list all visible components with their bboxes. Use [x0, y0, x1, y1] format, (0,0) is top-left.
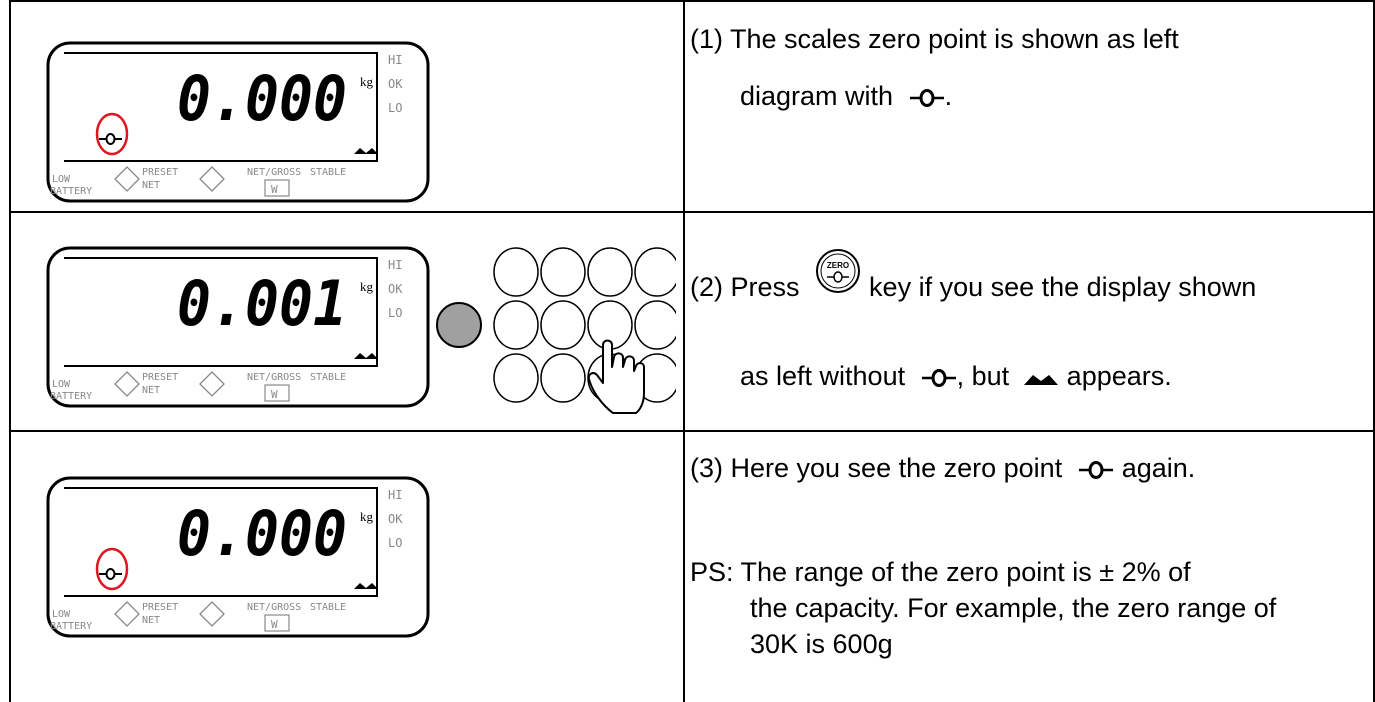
net-diamond-icon [199, 371, 225, 397]
net-gross-label: NET/GROSS [247, 167, 301, 178]
w-key-label: W [271, 183, 278, 196]
low-label: LOW [52, 379, 71, 390]
battery-label: BATTERY [50, 621, 92, 632]
battery-label: BATTERY [50, 186, 92, 197]
zero-key-label: ZERO [827, 261, 849, 270]
step-2-line-2-mid: , but [956, 361, 1010, 391]
keypad-key-2-2 [540, 300, 586, 350]
net-diamond-icon [199, 166, 225, 192]
tare-diamond-icon [114, 166, 140, 192]
ps-line-1: PS: The range of the zero point is ± 2% … [690, 557, 1191, 587]
scale-display-3: 0.000 kg HI OK LO LOW BATTERY PRESET NET… [42, 473, 434, 643]
zero-point-icon [99, 133, 122, 145]
step-2-line-2-end: appears. [1066, 361, 1172, 391]
keypad-key-1-1 [493, 247, 539, 297]
step-2-line-1-end: key if you see the display shown [869, 272, 1257, 303]
table-column-divider [683, 0, 685, 702]
preset-label: PRESET [142, 372, 178, 383]
table-row-divider-2 [9, 430, 1375, 432]
keypad-key-2-4 [634, 300, 676, 350]
step-3-line-1: (3) Here you see the zero point again. [690, 452, 1195, 484]
side-label-ok: OK [388, 282, 403, 296]
step-3-line-1-text: (3) Here you see the zero point [690, 453, 1063, 483]
battery-label: BATTERY [50, 391, 92, 402]
tare-diamond-icon [114, 371, 140, 397]
zero-highlight-circle [95, 547, 129, 591]
ps-line-2: the capacity. For example, the zero rang… [750, 593, 1277, 623]
instruction-table [9, 0, 1375, 702]
step-2-line-1: (2) Press ZERO key if you see the displa… [690, 248, 1256, 302]
keypad-key-1-3 [587, 247, 633, 297]
keypad-key-3-1 [493, 353, 539, 403]
keypad-keys [493, 247, 676, 403]
table-row-divider-1 [9, 211, 1375, 213]
display-reading: 0.000 [177, 62, 347, 135]
net-label: NET [142, 385, 160, 396]
stable-icon [354, 148, 378, 154]
low-label: LOW [52, 609, 71, 620]
step-3-line-1-end: again. [1121, 453, 1196, 483]
net-label: NET [142, 615, 160, 626]
pressed-key-indicator [436, 302, 482, 348]
zero-key-icon: ZERO [815, 248, 861, 294]
table-top-border [9, 0, 1375, 2]
keypad-key-1-4 [634, 247, 676, 297]
step-2-line-2-text: as left without [740, 361, 906, 391]
scale-display-2: 0.001 kg HI OK LO LOW BATTERY PRESET NET… [42, 243, 434, 413]
side-label-hi: HI [388, 258, 402, 272]
zero-point-icon [921, 368, 957, 388]
zero-point-icon [909, 88, 945, 108]
step-2-line-2: as left without , but appears. [740, 360, 1172, 392]
stable-label: STABLE [310, 372, 346, 383]
stable-icon [1023, 370, 1059, 386]
table-left-border [9, 0, 11, 702]
w-key-label: W [271, 618, 278, 631]
display-reading: 0.000 [177, 497, 347, 570]
step-1-line-2-end: . [944, 81, 953, 111]
zero-point-icon [99, 568, 122, 580]
step-1-line-2-text: diagram with [740, 81, 894, 111]
preset-label: PRESET [142, 167, 178, 178]
keypad-key-2-1 [493, 300, 539, 350]
keypad-key-3-2 [540, 353, 586, 403]
display-reading: 0.001 [177, 267, 347, 340]
zero-point-icon [1078, 460, 1114, 480]
unit-label: kg [360, 74, 374, 89]
step-2-press-label: (2) Press [690, 272, 800, 303]
w-key-box [264, 384, 290, 402]
keypad-key-1-2 [540, 247, 586, 297]
preset-label: PRESET [142, 602, 178, 613]
side-label-ok: OK [388, 512, 403, 526]
side-label-hi: HI [388, 53, 402, 67]
stable-label: STABLE [310, 602, 346, 613]
unit-label: kg [360, 279, 374, 294]
side-label-hi: HI [388, 488, 402, 502]
stable-icon [354, 353, 378, 359]
side-label-lo: LO [388, 306, 402, 320]
net-gross-label: NET/GROSS [247, 602, 301, 613]
low-label: LOW [52, 174, 71, 185]
w-key-box [264, 179, 290, 197]
net-diamond-icon [199, 601, 225, 627]
ps-line-3: 30K is 600g [750, 629, 893, 659]
side-label-lo: LO [388, 101, 402, 115]
unit-label: kg [360, 509, 374, 524]
step-1-line-2: diagram with . [740, 80, 952, 112]
side-label-lo: LO [388, 536, 402, 550]
stable-icon [354, 583, 378, 589]
tare-diamond-icon [114, 601, 140, 627]
table-right-border [1373, 0, 1375, 702]
stable-label: STABLE [310, 167, 346, 178]
w-key-box [264, 614, 290, 632]
net-gross-label: NET/GROSS [247, 372, 301, 383]
step-1-line-1: (1) The scales zero point is shown as le… [690, 24, 1179, 54]
net-label: NET [142, 180, 160, 191]
side-label-ok: OK [388, 77, 403, 91]
zero-highlight-circle [95, 112, 129, 156]
pointing-hand-icon [587, 339, 645, 414]
keypad [432, 245, 676, 431]
w-key-label: W [271, 388, 278, 401]
scale-display-1: 0.000 kg HI OK LO LOW BATTERY PRESET NET… [42, 38, 434, 208]
